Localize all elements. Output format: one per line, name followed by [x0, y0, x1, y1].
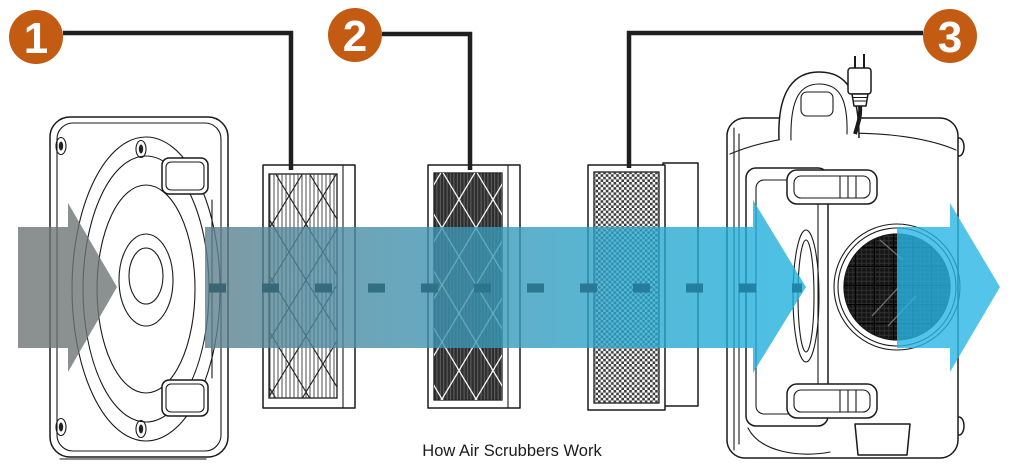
intake-blower-unit [49, 116, 229, 460]
base-details [747, 423, 911, 456]
airflow-arrow [18, 200, 1000, 373]
callout-1-number: 1 [24, 14, 48, 63]
side-notches [161, 157, 213, 417]
airflow-band [205, 200, 806, 373]
power-plug [847, 54, 872, 135]
callout-3-number: 3 [938, 13, 962, 62]
callout-line-1 [63, 30, 294, 170]
latch-clamp-bottom [786, 383, 878, 419]
latch-clamp-top [786, 169, 878, 205]
callout-badges: 1 2 3 [9, 8, 977, 64]
diagram-caption: How Air Scrubbers Work [422, 442, 602, 460]
callout-line-2 [382, 31, 473, 170]
callout-badge-3: 3 [923, 9, 977, 63]
screw-holes [55, 136, 147, 439]
callout-badge-1: 1 [9, 10, 63, 64]
carry-handle [778, 71, 860, 141]
callout-badge-2: 2 [328, 8, 382, 62]
intake-air-arrow [18, 203, 117, 372]
clean-air-arrow [897, 203, 1000, 372]
callout-lines [63, 30, 923, 170]
callout-2-number: 2 [343, 12, 367, 61]
callout-line-3 [626, 30, 923, 168]
